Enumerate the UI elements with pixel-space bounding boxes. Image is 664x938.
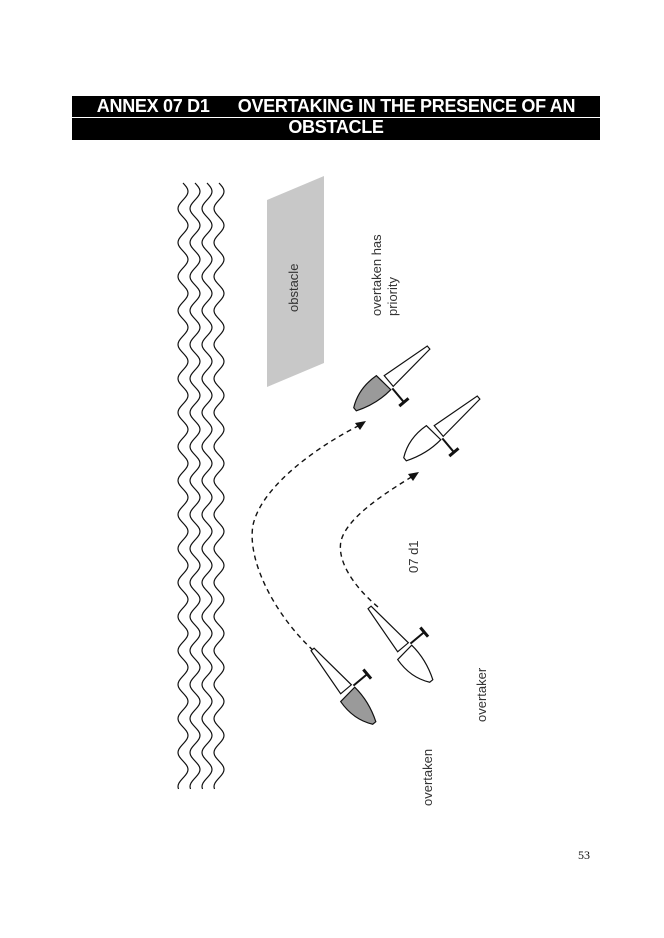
overtaken-course-arrowhead [355, 421, 366, 430]
page-number: 53 [578, 848, 590, 862]
obstacle-shape [267, 176, 324, 387]
overtaker-boat-start [367, 605, 434, 683]
overtaker-label: overtaker [474, 667, 489, 722]
annex-title-line-2: OBSTACLE [288, 117, 384, 137]
annex-title-line-1: OVERTAKING IN THE PRESENCE OF AN [237, 96, 576, 116]
rule-label: 07 d1 [406, 540, 421, 573]
annex-code: ANNEX 07 D1 [96, 96, 210, 116]
wave-line [213, 182, 225, 790]
annex-header: ANNEX 07 D1 OVERTAKING IN THE PRESENCE O… [72, 96, 600, 140]
overtaken-boat-end [353, 345, 431, 412]
priority-label-line-1: overtaken has [369, 234, 384, 316]
header-divider [72, 117, 600, 118]
overtaker-course-line [339, 475, 414, 608]
wave-line [177, 182, 189, 790]
overtaker-boat-end [403, 395, 481, 462]
wave-line [189, 182, 201, 790]
header-line-1: ANNEX 07 D1 OVERTAKING IN THE PRESENCE O… [72, 96, 600, 117]
overtaker-course-arrowhead [408, 472, 419, 481]
shoreline-waves [177, 182, 225, 790]
overtaken-course-line [251, 424, 361, 663]
wave-line [201, 182, 213, 790]
overtaken-label: overtaken [420, 749, 435, 806]
obstacle-label: obstacle [286, 264, 301, 312]
priority-label-line-2: priority [385, 276, 400, 316]
overtaken-boat-start [310, 647, 377, 725]
